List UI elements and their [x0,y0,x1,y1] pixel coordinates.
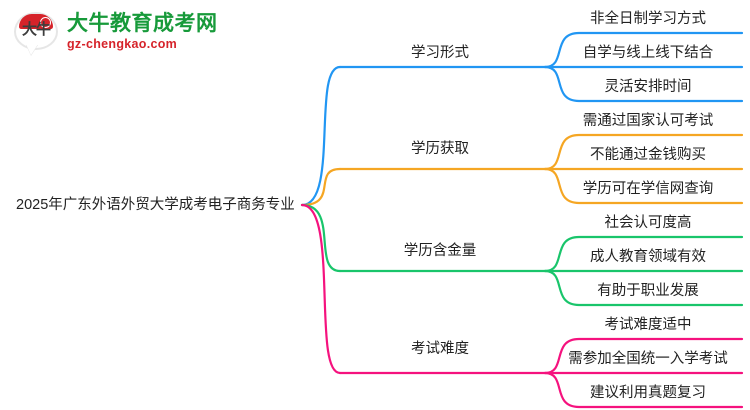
leaf-label-0-0[interactable]: 非全日制学习方式 [590,11,706,27]
leaf-label-1-1[interactable]: 不能通过金钱购买 [590,147,706,163]
branch-label-0[interactable]: 学习形式 [411,45,469,61]
site-logo: 大牛 大牛教育成考网 gz-chengkao.com [14,8,217,56]
logo-bubble-tail [26,44,38,55]
leaf-label-0-2[interactable]: 灵活安排时间 [604,79,692,95]
leaf-label-2-0[interactable]: 社会认可度高 [604,215,692,231]
logo-title: 大牛教育成考网 [67,12,218,36]
logo-text-block: 大牛教育成考网 gz-chengkao.com [67,12,218,52]
leaf-label-1-2[interactable]: 学历可在学信网查询 [582,181,714,197]
leaf-label-3-1[interactable]: 需参加全国统一入学考试 [568,351,728,367]
leaf-label-3-2[interactable]: 建议利用真题复习 [590,385,706,401]
leaf-label-3-0[interactable]: 考试难度适中 [604,317,692,333]
logo-bubble-icon: 大牛 [14,10,60,55]
logo-subtitle: gz-chengkao.com [67,36,178,51]
logo-cap-dot [40,17,51,28]
leaf-label-1-0[interactable]: 需通过国家认可考试 [582,113,714,129]
leaf-label-2-1[interactable]: 成人教育领域有效 [590,249,706,265]
branch-label-1[interactable]: 学历获取 [411,141,469,157]
branch-label-3[interactable]: 考试难度 [411,341,469,357]
branch-label-2[interactable]: 学历含金量 [403,243,477,259]
mindmap-root-label: 2025年广东外语外贸大学成考电子商务专业 [16,197,295,213]
logo-mark-text: 大牛 [21,21,51,38]
leaf-label-0-1[interactable]: 自学与线上线下结合 [582,45,714,61]
leaf-label-2-2[interactable]: 有助于职业发展 [597,283,699,299]
